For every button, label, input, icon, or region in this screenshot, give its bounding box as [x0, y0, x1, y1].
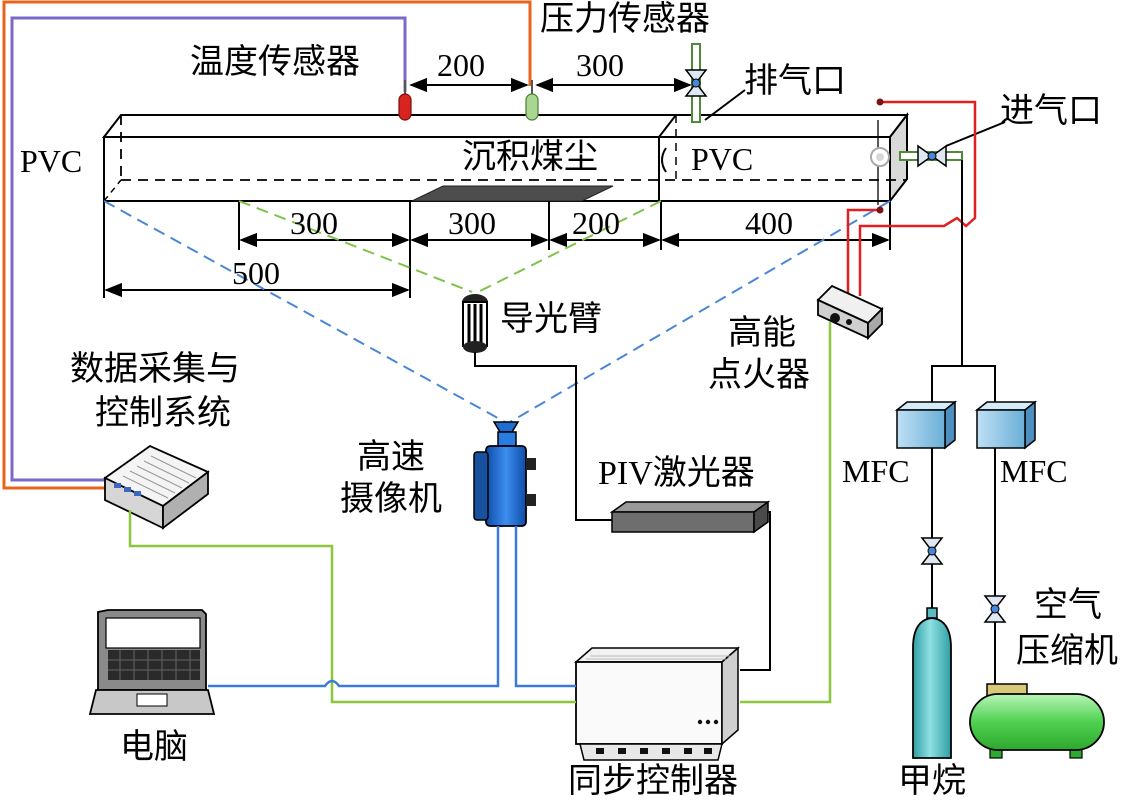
- temperature-sensor-icon: [398, 80, 412, 121]
- piv-laser-icon: [609, 500, 771, 534]
- igniter-label-line2: 点火器: [708, 356, 810, 394]
- sync-controller-label: 同步控制器: [568, 762, 738, 800]
- exhaust-label: 排气口: [744, 62, 846, 100]
- air-valve-icon: [983, 595, 1007, 623]
- pvc-right-label: PVC: [691, 141, 753, 177]
- deposited-dust-label: 沉积煤尘: [462, 139, 598, 176]
- methane-valve-icon: [920, 537, 944, 565]
- pvc-left-label: PVC: [20, 143, 82, 179]
- piv-laser-label: PIV激光器: [598, 454, 755, 492]
- dimension-lines: [103, 77, 891, 298]
- dim-500: 500: [232, 255, 280, 291]
- dim-300-b: 300: [448, 205, 496, 241]
- dim-200: 200: [572, 205, 620, 241]
- data-cables: [128, 322, 832, 704]
- laptop-icon: [88, 609, 216, 715]
- daq-signal-wires: [2, 0, 532, 490]
- camera-label-line2: 摄像机: [340, 480, 442, 518]
- dim-300-top: 300: [576, 47, 624, 83]
- computer-label: 电脑: [120, 728, 188, 766]
- light-guide-cable: [474, 352, 612, 521]
- high-speed-camera-icon: [473, 421, 536, 527]
- mfc-right-icon: [974, 400, 1038, 450]
- camera-label-line1: 高速: [357, 438, 425, 476]
- dim-200-top: 200: [437, 47, 485, 83]
- compressor-label-line2: 压缩机: [1016, 632, 1118, 670]
- dim-400: 400: [745, 205, 793, 241]
- pressure-sensor-label: 压力传感器: [540, 0, 710, 38]
- mfc-left-icon: [894, 400, 958, 450]
- camera-view-lines: [103, 200, 891, 423]
- daq-label-line2: 控制系统: [95, 394, 231, 432]
- inlet-valve-icon: [899, 144, 963, 168]
- compressor-label-line1: 空气: [1034, 586, 1102, 624]
- labels: 温度传感器 压力传感器 排气口 进气口 PVC PVC 沉积煤尘 导光臂 高能 …: [20, 0, 1118, 800]
- dimension-labels: 200 300 300 300 200 400 500: [232, 47, 793, 291]
- inlet-label: 进气口: [1000, 92, 1102, 130]
- mfc-right-label: MFC: [1000, 453, 1068, 489]
- mfc-left-label: MFC: [842, 453, 910, 489]
- light-guide-arm-icon: [462, 294, 488, 353]
- light-guide-label: 导光臂: [500, 300, 602, 338]
- deposited-coal-dust: [411, 185, 614, 202]
- temperature-sensor-label: 温度传感器: [190, 43, 360, 81]
- dim-300-a: 300: [290, 205, 338, 241]
- exhaust-valve-icon: [684, 43, 708, 123]
- sync-controller-icon: [574, 646, 740, 761]
- methane-cylinder-icon: [912, 607, 952, 759]
- methane-label: 甲烷: [898, 762, 966, 800]
- gas-supply-lines: [931, 160, 996, 690]
- igniter-label-line1: 高能: [728, 314, 796, 352]
- exhaust-leader-line: [704, 89, 746, 121]
- laser-sync-cable: [740, 511, 771, 671]
- daq-label-line1: 数据采集与: [70, 350, 240, 388]
- air-compressor-icon: [969, 683, 1105, 759]
- high-energy-igniter-icon: [816, 284, 884, 341]
- daq-control-system-icon: [103, 444, 210, 530]
- pressure-sensor-icon: [525, 80, 539, 121]
